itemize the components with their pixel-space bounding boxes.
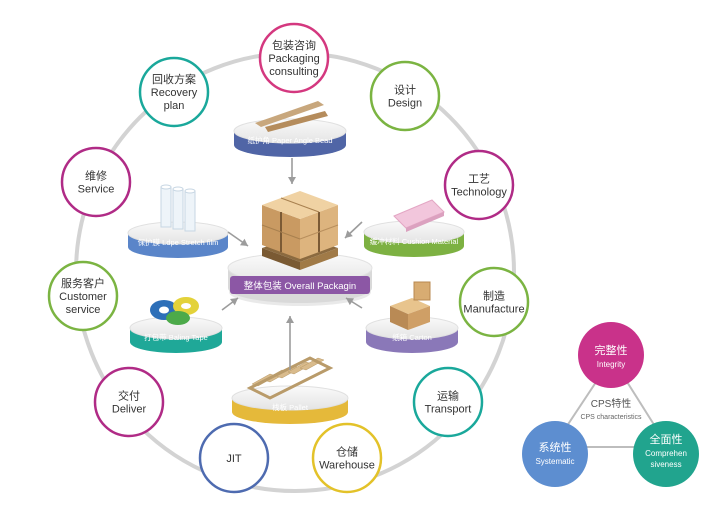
node-label: consulting [269, 66, 319, 78]
node-label: 制造 [483, 289, 505, 303]
node-label: JIT [226, 453, 242, 465]
overall-packaging: 整体包装 Overall Packagin [230, 276, 370, 294]
cps-comprehensive-en1: Comprehen [645, 449, 687, 458]
product-image [150, 297, 199, 325]
product-baling-tape: 打包带 Baling Tape [129, 297, 223, 353]
node-circle [198, 422, 270, 494]
node-label: Service [78, 184, 115, 196]
product-carton: 纸箱 Carton [365, 281, 459, 353]
node-label: 运输 [437, 389, 459, 403]
node-circle [47, 260, 119, 332]
product-image [160, 184, 196, 232]
product-label: 栈板 Pallet [272, 402, 309, 412]
cps-comprehensive-cn: 全面性 [650, 432, 683, 446]
node-label: 回收方案 [152, 72, 196, 86]
product-image [390, 281, 431, 330]
cps-characteristics-diagram: CPS特性 CPS characteristics 完整性 Integrity 系统性 S… [522, 322, 699, 487]
product-image [393, 199, 445, 232]
node-label: 设计 [394, 84, 416, 97]
node-circle [458, 266, 530, 338]
node-label: Warehouse [319, 460, 375, 472]
cps-integrity-en: Integrity [597, 360, 625, 369]
flow-arrow-head [345, 230, 353, 238]
node-label: 包装咨询 [272, 38, 316, 52]
center-label-band [230, 276, 370, 294]
cps-center-title: CPS特性 [591, 397, 632, 410]
flow-arrow-head [230, 298, 238, 306]
cps-systematic-en: Systematic [535, 457, 574, 466]
cps-systematic-cn: 系统性 [539, 440, 572, 454]
node-label: 交付 [118, 389, 140, 403]
cps-integrity-cn: 完整性 [595, 343, 628, 357]
center-label: 整体包装 Overall Packagin [244, 280, 356, 292]
node-label: service [66, 304, 101, 316]
flow-arrow-head [288, 177, 296, 184]
node-circle [93, 366, 165, 438]
flow-arrow-head [346, 298, 355, 306]
flow-arrow-head [239, 238, 248, 246]
flow-arrow-head [286, 316, 294, 323]
node-jit: JIT [198, 422, 270, 494]
cps-center-subtitle: CPS characteristics [580, 414, 642, 421]
node-label: Recovery [151, 87, 198, 99]
product-label: 保护膜 Ldpe Stretch film [138, 237, 219, 247]
cps-integrity: 完整性 Integrity [578, 322, 644, 388]
node-label: Design [388, 98, 422, 110]
product-label: 纸护角 Paper Angle Bead [247, 135, 332, 145]
node-label: Manufacture [463, 304, 524, 316]
node-circle [369, 60, 441, 132]
node-label: Packaging [268, 53, 319, 65]
cps-systematic: 系统性 Systematic [522, 421, 588, 487]
product-paper-angle-bead: 纸护角 Paper Angle Bead [233, 101, 347, 157]
node-label: 仓储 [336, 445, 358, 459]
product-image [255, 101, 328, 132]
package-image [261, 191, 339, 270]
node-label: Technology [451, 187, 507, 199]
node-circle [443, 149, 515, 221]
flow-arrows [221, 158, 363, 370]
process-nodes: 包装咨询Packagingconsulting设计Design工艺Technol… [47, 22, 530, 494]
node-circle [258, 22, 330, 94]
node-circle [60, 146, 132, 218]
node-circle [138, 56, 210, 128]
node-label: 工艺 [468, 173, 490, 186]
product-stretch-film: 保护膜 Ldpe Stretch film [127, 184, 229, 258]
product-cushion-material: 缓冲材料 Cushion Material [363, 199, 465, 257]
node-label: Transport [425, 404, 472, 416]
product-label: 纸箱 Carton [392, 332, 432, 342]
node-label: plan [164, 100, 185, 112]
node-label: 服务客户 [61, 276, 105, 290]
product-image [246, 356, 334, 400]
product-platforms: 纸护角 Paper Angle Bead 缓冲材料 Cushion Materia… [127, 101, 465, 424]
product-label: 打包带 Baling Tape [144, 332, 208, 342]
cps-comprehensive-en2: siveness [650, 460, 681, 469]
node-circle [412, 366, 484, 438]
cps-comprehensiveness: 全面性 Comprehen siveness [633, 421, 699, 487]
node-label: Deliver [112, 404, 147, 416]
product-pallet: 栈板 Pallet [231, 356, 349, 424]
product-label: 缓冲材料 Cushion Material [370, 236, 459, 246]
node-circle [311, 422, 383, 494]
node-label: Customer [59, 291, 107, 303]
node-label: 维修 [85, 169, 107, 183]
cps-triangle [551, 356, 670, 448]
